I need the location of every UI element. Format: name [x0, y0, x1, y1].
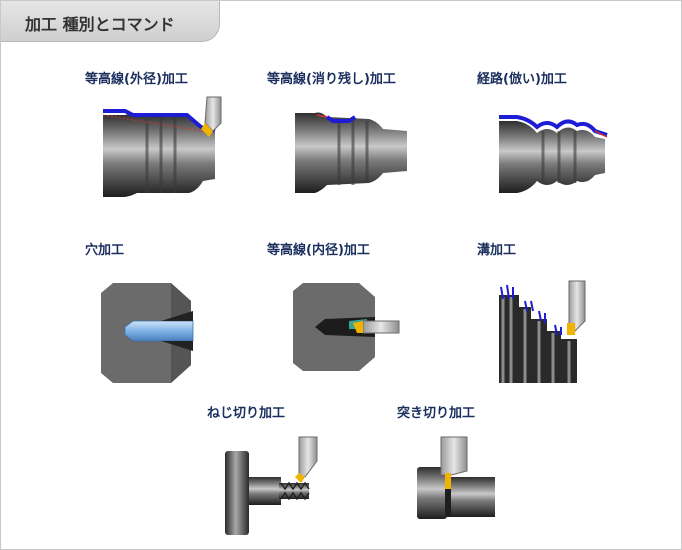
groove-figure [499, 280, 586, 383]
label-parting: 突き切り加工 [397, 406, 476, 421]
path-follow-figure [499, 115, 608, 193]
hole-figure [101, 283, 194, 383]
threading-figure [225, 436, 318, 535]
header-tab: 加工 種別とコマンド [1, 1, 220, 42]
label-contour-inner: 等高線(内径)加工 [267, 243, 370, 258]
label-contour-residual: 等高線(消り残し)加工 [267, 72, 396, 87]
contour-residual-figure [295, 112, 407, 193]
contour-outer-figure [102, 96, 222, 197]
label-groove: 溝加工 [477, 243, 517, 258]
label-contour-outer: 等高線(外径)加工 [85, 72, 188, 87]
label-threading: ねじ切り加工 [207, 406, 286, 421]
parting-figure [417, 436, 495, 519]
page-title: 加工 種別とコマンド [25, 15, 175, 34]
label-path-follow: 経路(倣い)加工 [477, 72, 567, 87]
label-hole: 穴加工 [85, 243, 125, 258]
contour-inner-figure [293, 283, 400, 371]
